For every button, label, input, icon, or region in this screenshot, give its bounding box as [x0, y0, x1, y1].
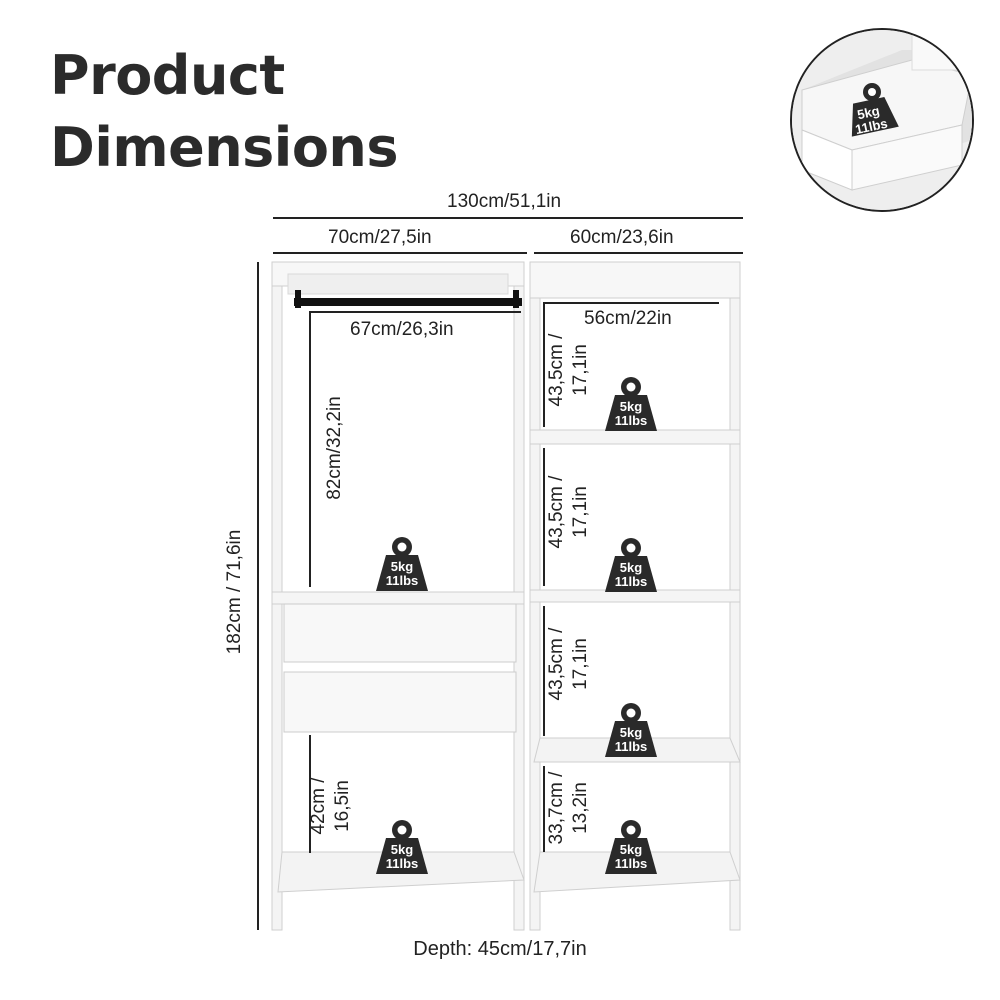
right-s3-label: 43,5cm / 17,1in	[545, 614, 593, 714]
height-label: 182cm / 71,6in	[224, 529, 245, 655]
right-s2-cm: 43,5cm /	[546, 475, 567, 549]
badge-lbs: 11lbs	[614, 413, 648, 428]
total-width-line	[273, 217, 743, 219]
left-middle-shelf	[271, 591, 525, 605]
weight-icon	[376, 537, 428, 591]
right-s4-in: 13,2in	[570, 782, 591, 834]
depth-label: Depth: 45cm/17,7in	[413, 938, 587, 960]
hanging-rod	[294, 298, 522, 306]
right-s1-cm: 43,5cm /	[546, 333, 567, 407]
weight-icon	[605, 377, 657, 431]
left-bottom-height-line	[309, 735, 311, 853]
weight-badge: 5kg 11lbs	[372, 818, 432, 876]
rod-width-line	[311, 311, 521, 313]
drawer-upper	[283, 603, 517, 663]
badge-kg: 5kg	[390, 842, 414, 857]
badge-kg: 5kg	[619, 725, 643, 740]
right-s1-label: 43,5cm / 17,1in	[545, 320, 593, 420]
rod-width-label: 67cm/26,3in	[350, 319, 454, 340]
right-s2-label: 43,5cm / 17,1in	[545, 462, 593, 562]
hanging-height-label: 82cm/32,2in	[324, 396, 345, 500]
badge-kg: 5kg	[619, 842, 643, 857]
left-width-line	[273, 252, 527, 254]
right-s3-cm: 43,5cm /	[546, 627, 567, 701]
right-s3-line	[543, 606, 545, 736]
weight-icon	[376, 820, 428, 874]
weight-badge: 5kg 11lbs	[601, 701, 661, 759]
right-s4-line	[543, 766, 545, 852]
right-s2-in: 17,1in	[570, 486, 591, 538]
badge-kg: 5kg	[619, 560, 643, 575]
inset-weight-badge: 5kg 11lbs	[842, 80, 902, 140]
right-s2-line	[543, 448, 545, 586]
right-unit-top-panel	[529, 261, 741, 299]
weight-badge: 5kg 11lbs	[601, 818, 661, 876]
right-s4-label: 33,7cm / 13,2in	[545, 758, 593, 858]
weight-badge: 5kg 11lbs	[601, 375, 661, 433]
weight-icon	[605, 820, 657, 874]
drawer-detail-inset: 5kg 11lbs	[790, 28, 974, 212]
weight-badge: 5kg 11lbs	[372, 535, 432, 593]
right-inner-width-label: 56cm/22in	[584, 308, 672, 329]
badge-kg: 5kg	[619, 399, 643, 414]
badge-lbs: 11lbs	[385, 856, 419, 871]
weight-icon	[851, 83, 899, 137]
weight-badge: 5kg 11lbs	[601, 536, 661, 594]
height-line	[257, 262, 259, 930]
right-s4-cm: 33,7cm /	[546, 771, 567, 845]
drawer-lower	[283, 671, 517, 733]
page-title: Product Dimensions	[50, 40, 399, 184]
right-s1-in: 17,1in	[570, 344, 591, 396]
right-s1-line	[543, 302, 545, 427]
weight-icon	[605, 703, 657, 757]
left-bottom-height-in: 16,5in	[332, 780, 353, 832]
badge-kg: 5kg	[390, 559, 414, 574]
total-width-label: 130cm/51,1in	[447, 191, 562, 212]
weight-icon	[605, 538, 657, 592]
badge-lbs: 11lbs	[385, 573, 419, 588]
badge-lbs: 11lbs	[614, 739, 648, 754]
right-width-label: 60cm/23,6in	[570, 227, 674, 248]
left-bottom-height-cm: 42cm /	[308, 777, 329, 835]
left-width-label: 70cm/27,5in	[328, 227, 432, 248]
hanging-height-line	[309, 311, 311, 587]
right-width-line	[534, 252, 743, 254]
right-inner-width-line	[543, 302, 719, 304]
left-bottom-height-label: 42cm / 16,5in	[307, 761, 355, 851]
badge-lbs: 11lbs	[614, 574, 648, 589]
title-line-1: Product	[50, 44, 285, 107]
right-s3-in: 17,1in	[570, 638, 591, 690]
title-line-2: Dimensions	[50, 116, 399, 179]
badge-lbs: 11lbs	[614, 856, 648, 871]
